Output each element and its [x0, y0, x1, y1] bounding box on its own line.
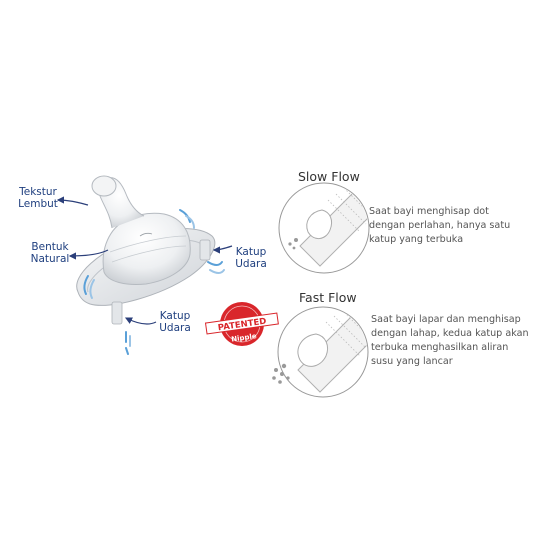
label-katup-udara-bottom: Katup Udara	[150, 310, 200, 334]
fast-flow-droplets	[272, 363, 290, 384]
badge-ribbon	[204, 312, 279, 335]
label-bentuk-line1: Bentuk	[31, 241, 69, 253]
label-katup-right-line2: Udara	[235, 258, 267, 270]
label-katup-right-line1: Katup	[235, 246, 267, 258]
valve-right	[199, 239, 211, 261]
slow-flow-illustration	[278, 182, 370, 274]
arrow-katup-right	[212, 245, 233, 254]
arrow-tekstur	[56, 196, 89, 206]
arrow-bentuk	[68, 249, 109, 260]
pointer-arrows	[56, 196, 233, 325]
slow-flow-desc-line3: katup yang terbuka	[369, 234, 464, 245]
valve-bottom	[111, 301, 123, 325]
patented-badge: PATENTED Nipple	[204, 302, 279, 346]
fast-flow-desc-line2: dengan lahap, kedua katup akan	[371, 328, 529, 339]
fast-flow-description: Saat bayi lapar dan menghisap dengan lah…	[371, 313, 529, 369]
fast-flow-desc-line1: Saat bayi lapar dan menghisap	[371, 314, 521, 325]
fast-flow-desc-line4: susu yang lancar	[371, 356, 453, 367]
arrow-katup-bottom	[124, 317, 157, 325]
fast-flow-illustration	[272, 306, 369, 398]
label-bentuk-natural: Bentuk Natural	[18, 241, 82, 265]
label-tekstur-line2: Lembut	[18, 198, 58, 210]
fast-flow-title: Fast Flow	[299, 290, 357, 305]
label-katup-bottom-line2: Udara	[159, 322, 191, 334]
slow-flow-desc-line2: dengan perlahan, hanya satu	[369, 220, 511, 231]
label-tekstur-lembut: Tekstur Lembut	[6, 186, 70, 210]
label-katup-udara-right: Katup Udara	[226, 246, 276, 270]
slow-flow-title: Slow Flow	[298, 169, 360, 184]
fast-flow-desc-line3: terbuka menghasilkan aliran	[371, 342, 509, 353]
slow-flow-droplets	[288, 238, 298, 250]
label-tekstur-line1: Tekstur	[19, 186, 57, 198]
slow-flow-desc-line1: Saat bayi menghisap dot	[369, 206, 489, 217]
nipple-illustration	[76, 175, 216, 325]
label-bentuk-line2: Natural	[30, 253, 70, 265]
badge-bottom-text: Nipple	[231, 332, 258, 343]
airflow-swirls	[83, 209, 225, 355]
label-katup-bottom-line1: Katup	[159, 310, 191, 322]
slow-flow-description: Saat bayi menghisap dot dengan perlahan,…	[369, 205, 510, 247]
